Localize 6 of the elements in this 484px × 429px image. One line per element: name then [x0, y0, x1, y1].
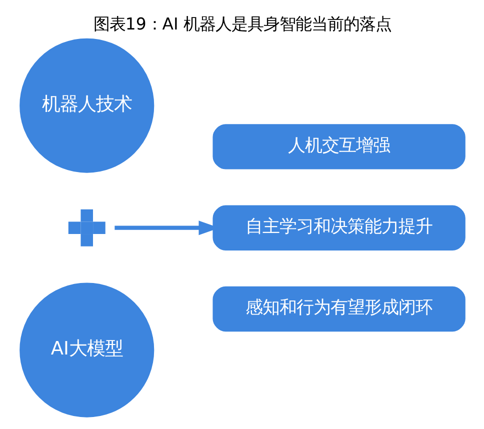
diagram-title: 图表19：AI 机器人是具身智能当前的落点	[92, 14, 392, 34]
node-box: 人机交互增强	[212, 124, 465, 170]
node-circle: AI大模型	[19, 282, 154, 418]
node-box: 感知和行为有望形成闭环	[212, 286, 465, 332]
node-box: 自主学习和决策能力提升	[212, 205, 465, 250]
node-circle: 机器人技术	[19, 38, 154, 173]
